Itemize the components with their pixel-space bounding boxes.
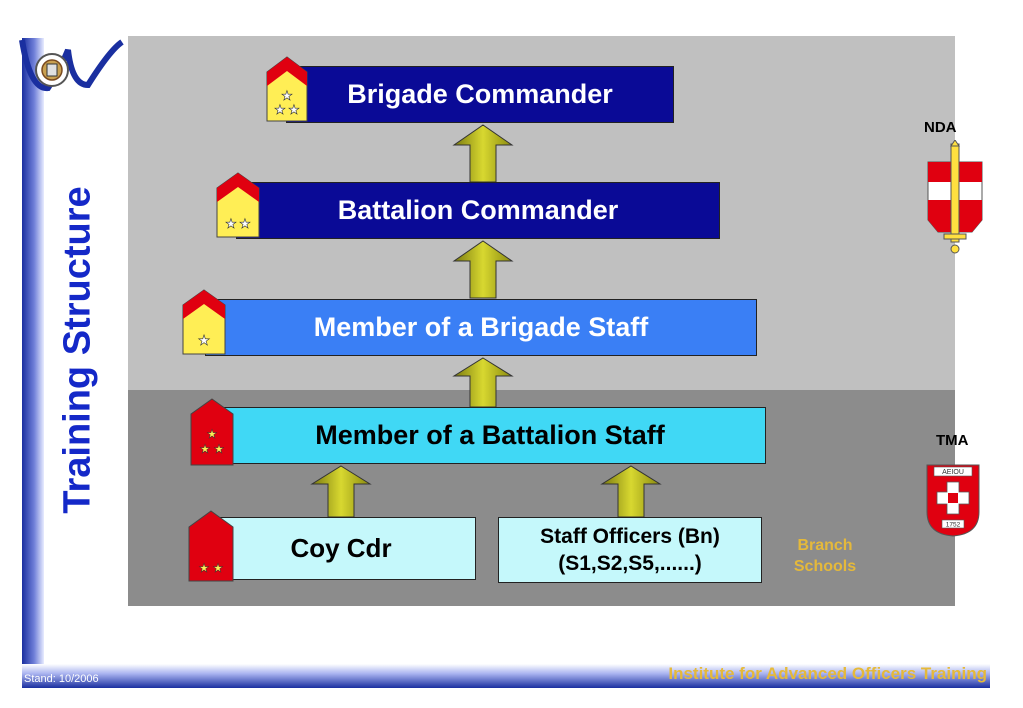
svg-text:★: ★ [207, 427, 218, 441]
rank-badge-icon: ★ [182, 289, 226, 355]
left-frame-bar [22, 38, 44, 688]
svg-text:★: ★ [199, 561, 210, 575]
up-arrow-icon [452, 124, 514, 183]
battalion-staff-box: Member of a Battalion Staff [214, 407, 766, 464]
rank-badge-icon: ★ ★ ★ [190, 398, 234, 466]
brigade-staff-label: Member of a Brigade Staff [313, 312, 649, 342]
nda-label: NDA [924, 119, 957, 136]
svg-text:★: ★ [288, 102, 300, 117]
branch-schools-line2: Schools [793, 558, 857, 575]
slide-title-text: Training Structure [56, 186, 99, 514]
up-arrow-icon [452, 357, 514, 408]
battalion-commander-label: Battalion Commander [337, 195, 619, 225]
rank-badge-icon: ★ ★ [216, 172, 260, 238]
up-arrow-icon [310, 465, 372, 518]
slide-title: Training Structure [8, 170, 148, 530]
staff-officers-line1: Staff Officers (Bn) [540, 525, 720, 548]
branch-schools-line1: Branch [797, 537, 853, 554]
coy-cdr-box: Coy Cdr [206, 517, 476, 580]
svg-text:★: ★ [225, 216, 237, 231]
nda-crest-icon [927, 140, 983, 254]
brigade-staff-box: Member of a Brigade Staff [205, 299, 757, 356]
tma-crest-top-text: AEIOU [942, 469, 964, 476]
staff-officers-line2: (S1,S2,S5,......) [558, 552, 702, 575]
brigade-commander-box: Brigade Commander [286, 66, 674, 123]
up-arrow-icon [452, 240, 514, 299]
svg-text:★: ★ [200, 442, 211, 456]
svg-text:★: ★ [214, 442, 225, 456]
staff-officers-box: Staff Officers (Bn) (S1,S2,S5,......) [498, 517, 762, 583]
branch-schools-label: Branch Schools [770, 535, 880, 577]
rank-badge-icon: ★ ★ ★ [266, 56, 308, 122]
svg-text:★: ★ [239, 216, 251, 231]
stand-date: Stand: 10/2006 [24, 673, 99, 685]
up-arrow-icon [600, 465, 662, 518]
coy-cdr-label: Coy Cdr [290, 533, 392, 563]
svg-text:★: ★ [281, 88, 293, 103]
logo-crest-icon [19, 39, 124, 91]
battalion-staff-label: Member of a Battalion Staff [315, 420, 665, 450]
svg-text:★: ★ [274, 102, 286, 117]
battalion-commander-box: Battalion Commander [236, 182, 720, 239]
svg-text:★: ★ [213, 561, 224, 575]
bottom-frame-bar [22, 664, 990, 688]
institute-name: Institute for Advanced Officers Training [668, 664, 987, 683]
tma-crest-icon: AEIOU 1752 [926, 464, 980, 537]
tma-label: TMA [936, 432, 969, 449]
brigade-commander-label: Brigade Commander [347, 79, 613, 109]
tma-crest-year-text: 1752 [946, 522, 961, 529]
svg-text:★: ★ [198, 332, 211, 348]
rank-badge-icon: ★ ★ [188, 510, 234, 582]
